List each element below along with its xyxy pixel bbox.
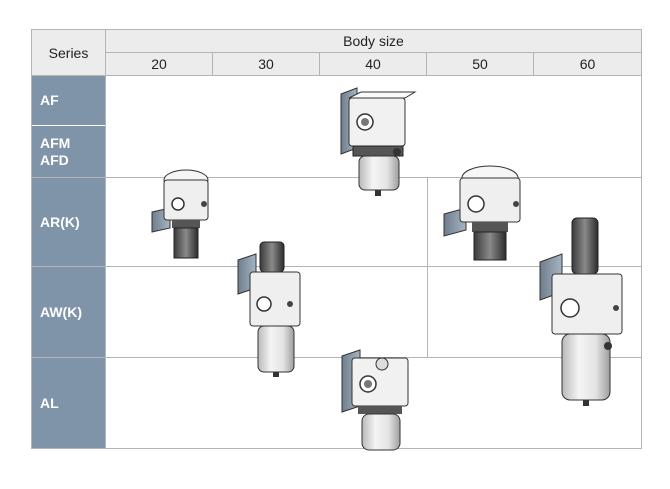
grid-line	[641, 29, 642, 449]
grid-line	[32, 75, 642, 76]
regulator-50-image	[443, 165, 521, 261]
grid-line	[31, 29, 32, 449]
grid-line	[426, 52, 427, 76]
grid-line	[212, 52, 213, 76]
row-label-afm-afd: AFM AFD	[32, 126, 105, 177]
series-al: AL	[40, 394, 59, 411]
size-40-cell: 40	[320, 53, 426, 75]
size-20-cell: 20	[106, 53, 212, 75]
regulator-20-image	[151, 169, 209, 259]
body-size-header: Body size	[343, 33, 404, 49]
series-header-cell: Series	[32, 30, 105, 75]
grid-line	[32, 177, 642, 178]
series-ar: AR(K)	[40, 213, 80, 230]
size-60-cell: 60	[534, 53, 641, 75]
grid-line	[533, 52, 534, 76]
row-label-ar: AR(K)	[32, 178, 105, 266]
series-afm: AFM	[40, 134, 71, 151]
grid-line	[319, 52, 320, 76]
grid-line	[105, 29, 106, 449]
body-size-header-cell: Body size	[106, 30, 641, 52]
size-50: 50	[472, 56, 488, 72]
series-aw: AW(K)	[40, 303, 82, 320]
row-label-al: AL	[32, 358, 105, 448]
size-30: 30	[258, 56, 274, 72]
row-label-af: AF	[32, 76, 105, 125]
size-50-cell: 50	[427, 53, 533, 75]
row-label-aw: AW(K)	[32, 267, 105, 357]
filter-regulator-60-image	[539, 217, 623, 406]
size-30-cell: 30	[213, 53, 319, 75]
filter-unit-image	[340, 87, 417, 196]
lubricator-40-image	[341, 349, 409, 451]
size-40: 40	[365, 56, 381, 72]
series-afd: AFD	[40, 151, 69, 168]
grid-line	[32, 266, 642, 267]
grid-line	[427, 177, 428, 358]
grid-line	[105, 52, 642, 53]
filter-regulator-30-image	[237, 241, 301, 377]
series-header: Series	[48, 44, 89, 61]
grid-line	[32, 448, 642, 449]
grid-line	[32, 357, 642, 358]
size-60: 60	[579, 56, 596, 72]
series-af: AF	[40, 92, 59, 108]
grid-line	[32, 29, 642, 30]
size-20: 20	[151, 56, 167, 72]
